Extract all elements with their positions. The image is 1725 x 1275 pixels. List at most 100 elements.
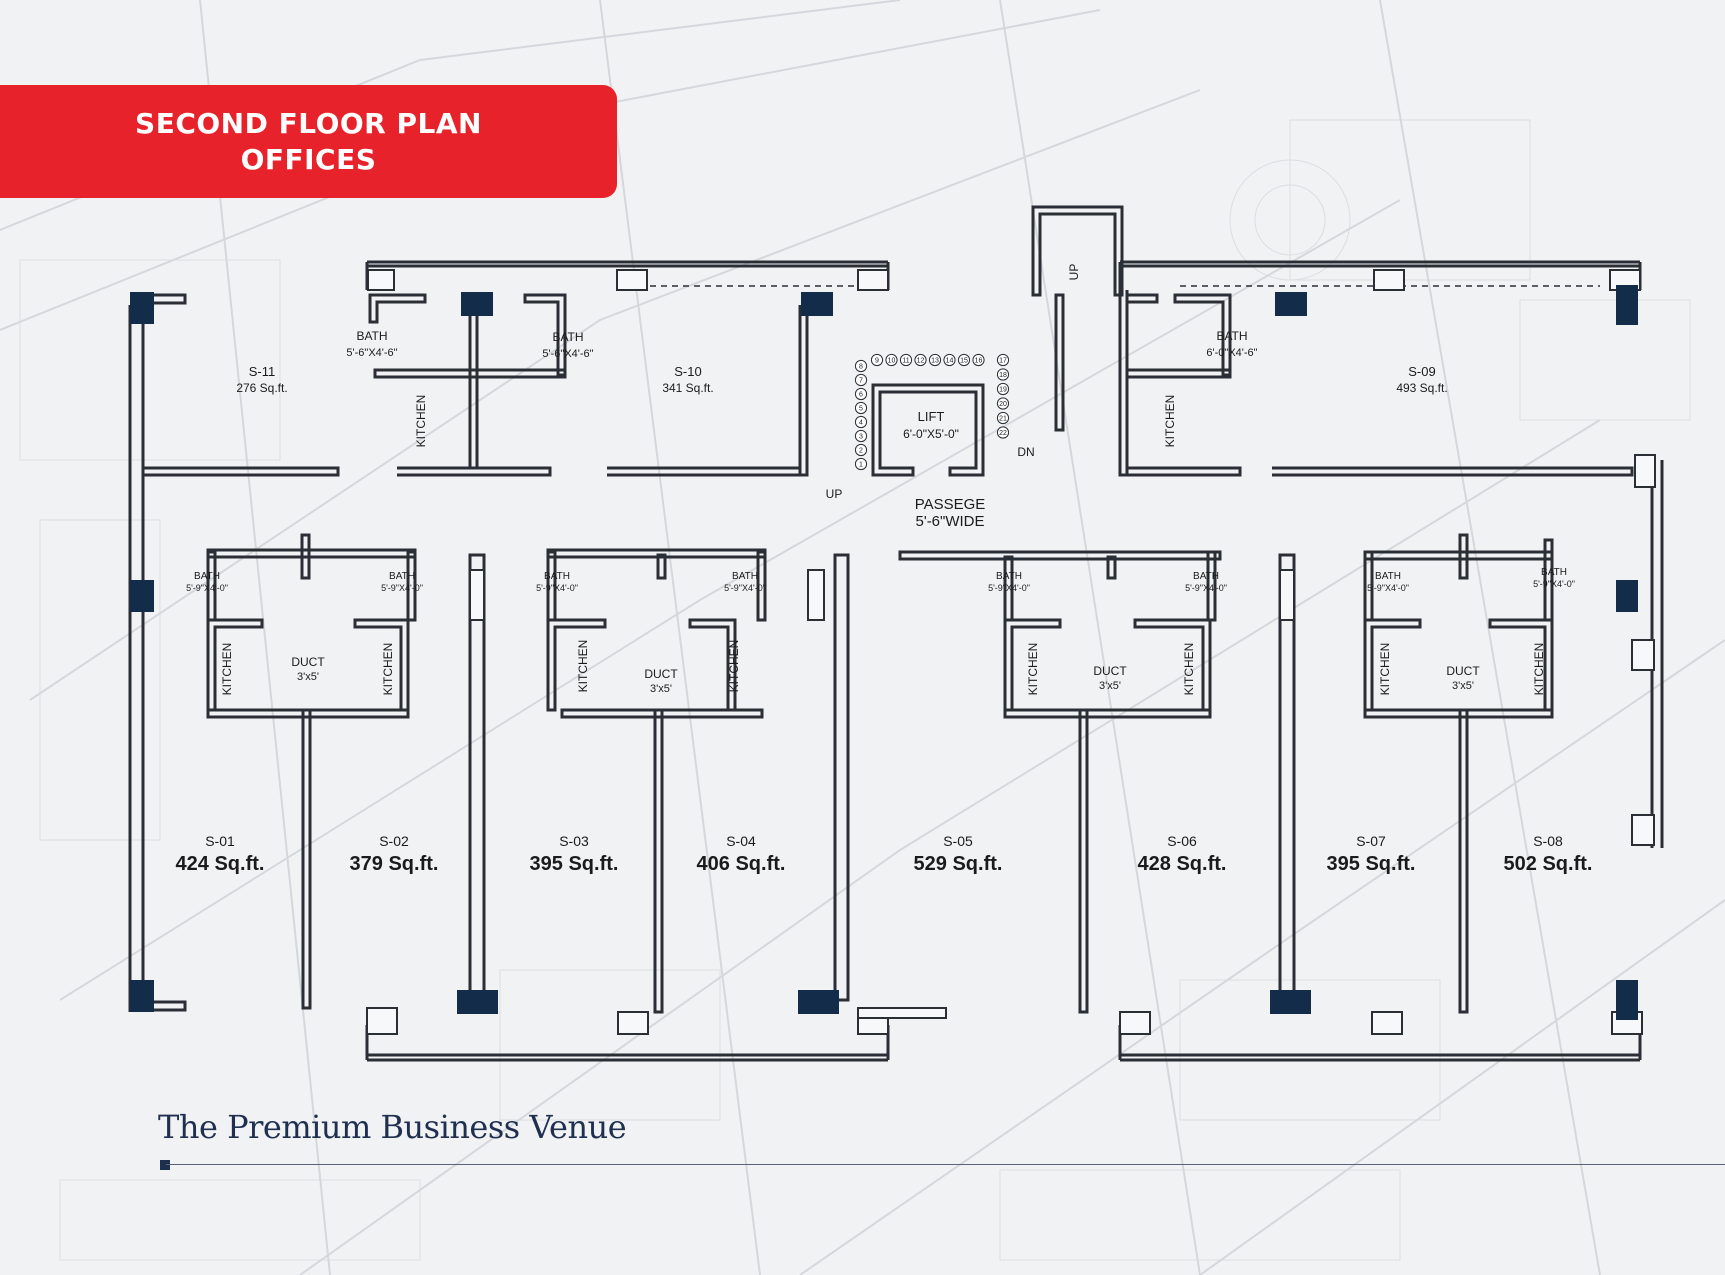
bath-label: BATH (194, 571, 220, 582)
footer-line (166, 1164, 1725, 1165)
stair-step-number: 1 (859, 462, 863, 469)
unit-s08-id: S-08 (1533, 833, 1563, 849)
unit-s11-area: 276 Sq.ft. (236, 381, 287, 395)
unit-s01-id: S-01 (205, 833, 235, 849)
duct-size: 3'x5' (297, 671, 319, 683)
stair-step-number: 5 (859, 406, 863, 413)
unit-s05-area: 529 Sq.ft. (914, 853, 1003, 875)
bath-size: 5'-9"X4'-0" (1185, 583, 1227, 593)
bath-size: 5'-9"X4'-0" (536, 583, 578, 593)
bath-label: BATH (996, 571, 1022, 582)
stair-step-number: 14 (946, 358, 954, 365)
unit-s04-id: S-04 (726, 833, 756, 849)
bath-size: 5'-9"X4'-0" (381, 583, 423, 593)
stair-step (996, 382, 1010, 396)
stair-step (957, 353, 971, 367)
stair-step-number: 13 (931, 358, 939, 365)
bath-label: BATH (552, 330, 583, 344)
stair-step-number: 2 (859, 448, 863, 455)
stair-step-number: 8 (859, 364, 863, 371)
bath-size: 5'-6"X4'-6" (346, 347, 397, 359)
tagline: The Premium Business Venue (158, 1108, 627, 1146)
stair-step-number: 20 (999, 401, 1007, 408)
kitchen-label: KITCHEN (381, 643, 395, 696)
stair-step-number: 10 (888, 358, 896, 365)
bath-label: BATH (356, 329, 387, 343)
unit-s06-id: S-06 (1167, 833, 1197, 849)
stair-step (854, 429, 868, 443)
kitchen-label: KITCHEN (414, 395, 428, 448)
stair-step-number: 21 (999, 416, 1007, 423)
unit-s05-id: S-05 (943, 833, 973, 849)
bath-size: 6'-0"X4'-6" (1206, 347, 1257, 359)
stair-step (943, 353, 956, 367)
unit-s03-area: 395 Sq.ft. (530, 853, 619, 875)
stair-step (854, 443, 868, 457)
stair-step-number: 6 (859, 392, 863, 399)
stair-step-number: 11 (902, 358, 909, 365)
kitchen-label: KITCHEN (1163, 395, 1177, 448)
unit-s01-area: 424 Sq.ft. (176, 853, 265, 875)
bath-label: BATH (1541, 567, 1567, 578)
unit-s11-id: S-11 (249, 364, 276, 379)
stair-step (928, 353, 942, 367)
stair-step (996, 397, 1010, 410)
lift-label: LIFT (918, 409, 945, 424)
unit-s04-area: 406 Sq.ft. (697, 853, 786, 875)
title-line-2: OFFICES (240, 142, 377, 176)
unit-s09-id: S-09 (1408, 364, 1435, 379)
bath-size: 5'-9"X4'-0" (1533, 579, 1575, 589)
kitchen-label: KITCHEN (1378, 643, 1392, 696)
unit-s02-area: 379 Sq.ft. (350, 853, 439, 875)
stair-step-number: 9 (875, 358, 879, 365)
kitchen-label: KITCHEN (220, 643, 234, 696)
stair-step-number: 7 (859, 378, 863, 385)
stair-step-number: 16 (975, 358, 983, 365)
duct-size: 3'x5' (1099, 680, 1121, 692)
stair-step-number: 4 (859, 420, 863, 427)
bath-label: BATH (732, 571, 758, 582)
stair-step-number: 22 (999, 430, 1007, 437)
bath-label: BATH (389, 571, 415, 582)
stair-up-label: UP (1067, 264, 1081, 281)
stair-step (885, 353, 898, 367)
stair-step (996, 411, 1010, 425)
kitchen-label: KITCHEN (576, 640, 590, 693)
stair-step (996, 368, 1010, 381)
stair-step (996, 353, 1010, 367)
unit-s08-area: 502 Sq.ft. (1504, 853, 1593, 875)
bath-label: BATH (1375, 571, 1401, 582)
duct-size: 3'x5' (650, 683, 672, 695)
bath-size: 5'-9"X4'-0" (724, 583, 766, 593)
stair-step-number: 18 (999, 372, 1007, 379)
stair-step (899, 353, 913, 367)
stair-step (996, 426, 1010, 439)
unit-s06-area: 428 Sq.ft. (1138, 853, 1227, 875)
duct-label: DUCT (291, 655, 325, 669)
footer-dot (160, 1160, 170, 1170)
bath-size: 5'-6"X4'-6" (542, 348, 593, 360)
duct-label: DUCT (1093, 664, 1127, 678)
bath-size: 5'-9"X4'-0" (988, 583, 1030, 593)
stair-step-number: 12 (917, 358, 925, 365)
unit-s03-id: S-03 (559, 833, 589, 849)
bath-label: BATH (1216, 329, 1247, 343)
stair-step (854, 387, 868, 401)
passage-width: 5'-6"WIDE (915, 513, 984, 530)
dn-label: DN (1017, 445, 1034, 459)
duct-size: 3'x5' (1452, 680, 1474, 692)
unit-s07-area: 395 Sq.ft. (1327, 853, 1416, 875)
bath-size: 5'-9"X4'-0" (1367, 583, 1409, 593)
title-line-1: SECOND FLOOR PLAN (135, 106, 482, 140)
kitchen-label: KITCHEN (1026, 643, 1040, 696)
stair-step (870, 353, 884, 367)
stair-step-number: 19 (999, 387, 1007, 394)
stair-step (854, 373, 868, 387)
unit-s02-id: S-02 (379, 833, 409, 849)
kitchen-label: KITCHEN (1182, 643, 1196, 696)
unit-s09-area: 493 Sq.ft. (1396, 381, 1447, 395)
stair-step (854, 457, 868, 471)
stair-step (914, 353, 927, 367)
